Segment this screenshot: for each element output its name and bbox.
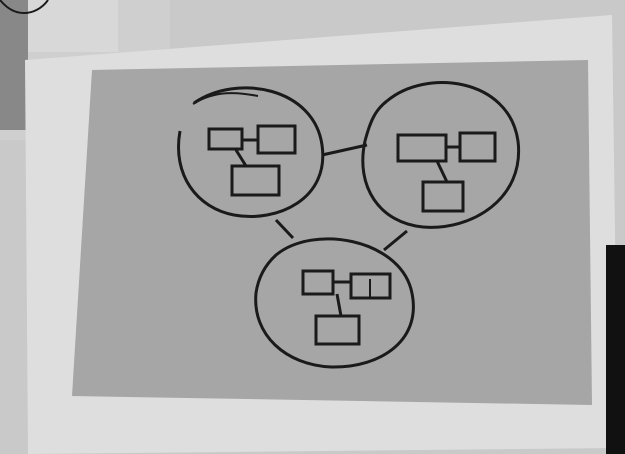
inner-paper xyxy=(72,60,592,405)
right-dark-edge xyxy=(606,245,625,454)
left-edge-shadow xyxy=(0,0,28,130)
